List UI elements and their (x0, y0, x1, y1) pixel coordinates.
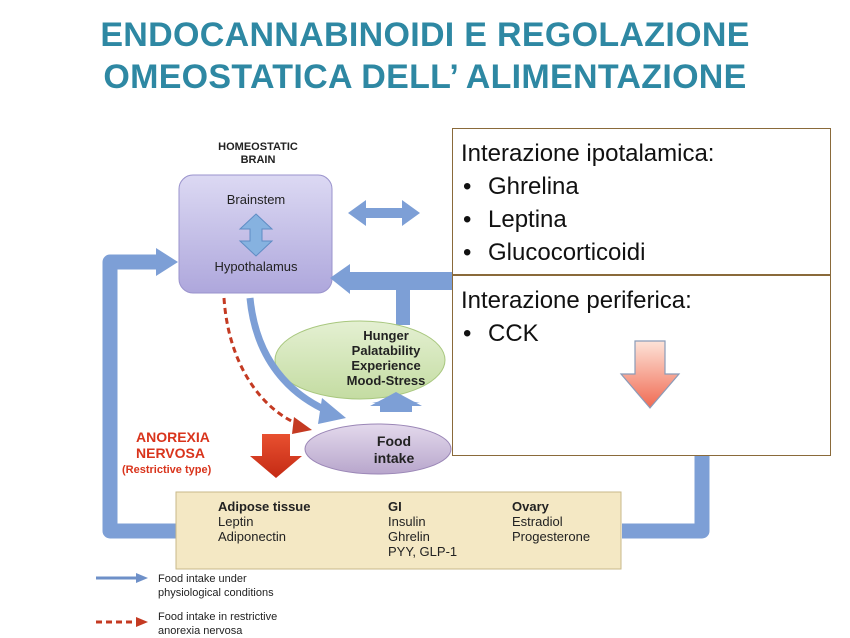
periphery-ovary-heading: Ovary (512, 499, 550, 514)
factor-experience: Experience (351, 358, 420, 373)
periphery-box (175, 491, 622, 570)
legend-solid-label-2: physiological conditions (158, 587, 274, 599)
brainstem-label: Brainstem (227, 192, 286, 207)
brain-to-food-arrow (246, 297, 332, 416)
hypothalamic-heading: Interazione ipotalamica: (461, 140, 715, 167)
factor-palatability: Palatability (352, 343, 421, 358)
legend-solid-label-1: Food intake under (158, 573, 247, 585)
food-intake-ellipse (304, 423, 452, 475)
brain-to-food-arrowhead (318, 398, 346, 424)
title-line-2: OMEOSTATICA DELL’ ALIMENTAZIONE (103, 58, 747, 96)
feedback-arrowhead-left (156, 248, 178, 276)
hypothalamic-list: Ghrelina Leptina Glucocorticoidi (461, 170, 822, 269)
food-to-factors-arrowhead (370, 392, 422, 406)
legend-solid-arrowhead (136, 573, 148, 583)
hypothalamic-interaction-box: Interazione ipotalamica: Ghrelina Leptin… (452, 128, 831, 275)
legend-dashed-arrowhead (136, 617, 148, 627)
periphery-ovary-item-2: Progesterone (512, 529, 590, 544)
hypothalamic-item-leptina: Leptina (461, 203, 822, 236)
homeostatic-brain-label-2: BRAIN (241, 154, 276, 166)
down-arrow-icon (619, 340, 681, 409)
legend-dashed-label-1: Food intake in restrictive (158, 611, 277, 623)
periphery-ovary-item-1: Estradiol (512, 514, 563, 529)
hypothalamic-item-glucocorticoidi: Glucocorticoidi (461, 236, 822, 269)
peripheral-heading: Interazione periferica: (461, 287, 692, 314)
feedback-loop-left (102, 254, 176, 539)
title-line-1: ENDOCANNABINOIDI E REGOLAZIONE (100, 16, 750, 54)
periphery-gi-item-3: PYY, GLP-1 (388, 544, 457, 559)
restrictive-arrowhead (292, 417, 312, 434)
food-intake-label-2: intake (374, 450, 415, 466)
periphery-adipose-item-1: Leptin (218, 514, 253, 529)
restrictive-path (222, 297, 301, 427)
factor-mood-stress: Mood-Stress (347, 373, 426, 388)
periphery-adipose-item-2: Adiponectin (218, 529, 286, 544)
feedback-loop-right (622, 440, 710, 539)
factors-ellipse (274, 320, 446, 400)
brainstem-hypothalamus-arrow (238, 213, 274, 257)
anorexia-arrow (250, 434, 302, 478)
periphery-gi-item-1: Insulin (388, 514, 426, 529)
hypothalamus-label: Hypothalamus (214, 259, 298, 274)
brain-horizontal-arrow (348, 200, 420, 226)
periphery-adipose-heading: Adipose tissue (218, 499, 310, 514)
periphery-gi-heading: GI (388, 499, 402, 514)
legend-dashed-label-2: anorexia nervosa (158, 625, 243, 637)
anorexia-label-1: ANOREXIA (136, 429, 210, 445)
fork-arrow (330, 264, 453, 325)
peripheral-interaction-box: Interazione periferica: CCK (452, 275, 831, 456)
slide-title: ENDOCANNABINOIDI E REGOLAZIONE OMEOSTATI… (0, 14, 850, 98)
peripheral-item-cck: CCK (461, 317, 822, 350)
peripheral-list: CCK (461, 317, 822, 350)
food-intake-label-1: Food (377, 433, 411, 449)
periphery-gi-item-2: Ghrelin (388, 529, 430, 544)
anorexia-type-label: (Restrictive type) (122, 464, 212, 476)
homeostatic-brain-label-1: HOMEOSTATIC (218, 141, 298, 153)
factor-hunger: Hunger (363, 328, 409, 343)
anorexia-label-2: NERVOSA (136, 445, 205, 461)
hypothalamic-item-ghrelina: Ghrelina (461, 170, 822, 203)
